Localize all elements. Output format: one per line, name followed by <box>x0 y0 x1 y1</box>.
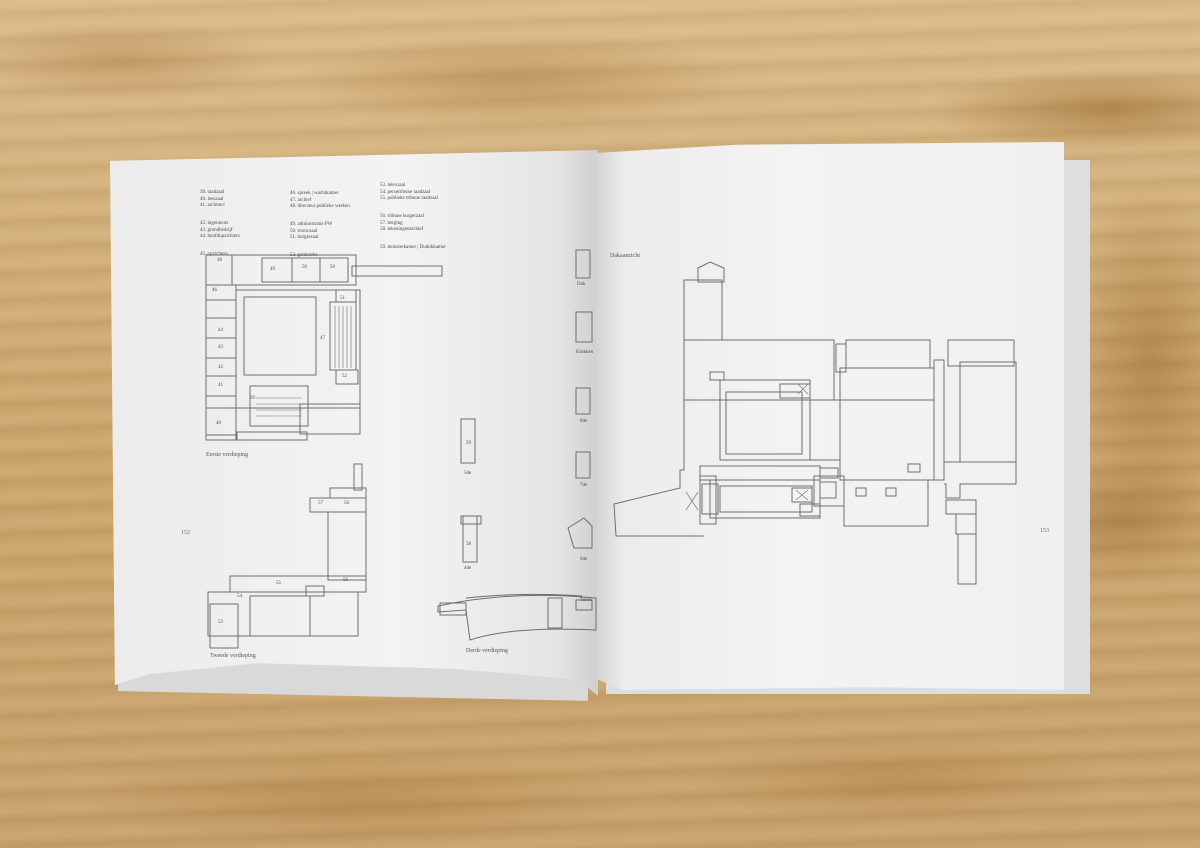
room-label-58: 58 <box>466 542 471 547</box>
caption-first-floor: Eerste verdieping <box>206 452 249 458</box>
room-label-57: 57 <box>318 501 323 506</box>
room-label-46: 46 <box>212 288 217 293</box>
room-label-56: 56 <box>344 501 349 506</box>
page-number-right: 153 <box>1040 528 1049 534</box>
room-label-41: 41 <box>218 383 223 388</box>
roof-plan <box>613 261 1017 585</box>
room-label-44: 44 <box>218 328 223 333</box>
caption-second-floor: Tweede verdieping <box>210 653 256 659</box>
room-label-49: 49 <box>270 267 275 272</box>
tower-7de-plan <box>575 451 591 479</box>
room-label-53: 53 <box>218 620 223 625</box>
first-floor-plan <box>205 254 443 441</box>
page-number-left: 152 <box>181 530 190 536</box>
room-label-50b: 50 <box>330 265 335 270</box>
tower-dak-plan <box>575 249 591 279</box>
caption-roof-view: Dakaanzicht <box>610 253 640 259</box>
caption-5de: 5de <box>464 471 472 476</box>
caption-8de: 8de <box>580 419 588 424</box>
room-label-50: 50 <box>302 265 307 270</box>
caption-6de: 6de <box>580 557 588 562</box>
room-label-40: 40 <box>216 421 221 426</box>
room-label-42: 42 <box>218 365 223 370</box>
room-label-56b: 56 <box>343 578 348 583</box>
room-label-52: 52 <box>342 374 347 379</box>
right-page <box>596 142 1064 690</box>
caption-third-floor: Derde verdieping <box>466 648 508 654</box>
second-floor-plan <box>207 463 367 649</box>
left-page <box>110 150 598 696</box>
caption-4de: 4de <box>464 566 472 571</box>
plan-4de <box>462 515 478 563</box>
caption-klokken: Klokken <box>576 350 594 355</box>
room-label-55: 55 <box>276 581 281 586</box>
tower-8de-plan <box>575 387 591 415</box>
caption-toren: Toren <box>580 598 592 603</box>
room-label-48: 48 <box>217 258 222 263</box>
tower-6de-plan <box>567 517 593 549</box>
third-floor-plan <box>437 593 597 641</box>
tower-klokken-plan <box>575 311 593 343</box>
room-label-54: 54 <box>237 594 242 599</box>
caption-dak: Dak <box>577 282 586 287</box>
plan-5de <box>460 418 476 464</box>
caption-7de: 7de <box>580 483 588 488</box>
room-label-51: 51 <box>340 296 345 301</box>
room-label-39: 39 <box>250 396 255 401</box>
room-label-47: 47 <box>320 336 325 341</box>
room-label-43: 43 <box>218 345 223 350</box>
room-label-59: 59 <box>466 441 471 446</box>
